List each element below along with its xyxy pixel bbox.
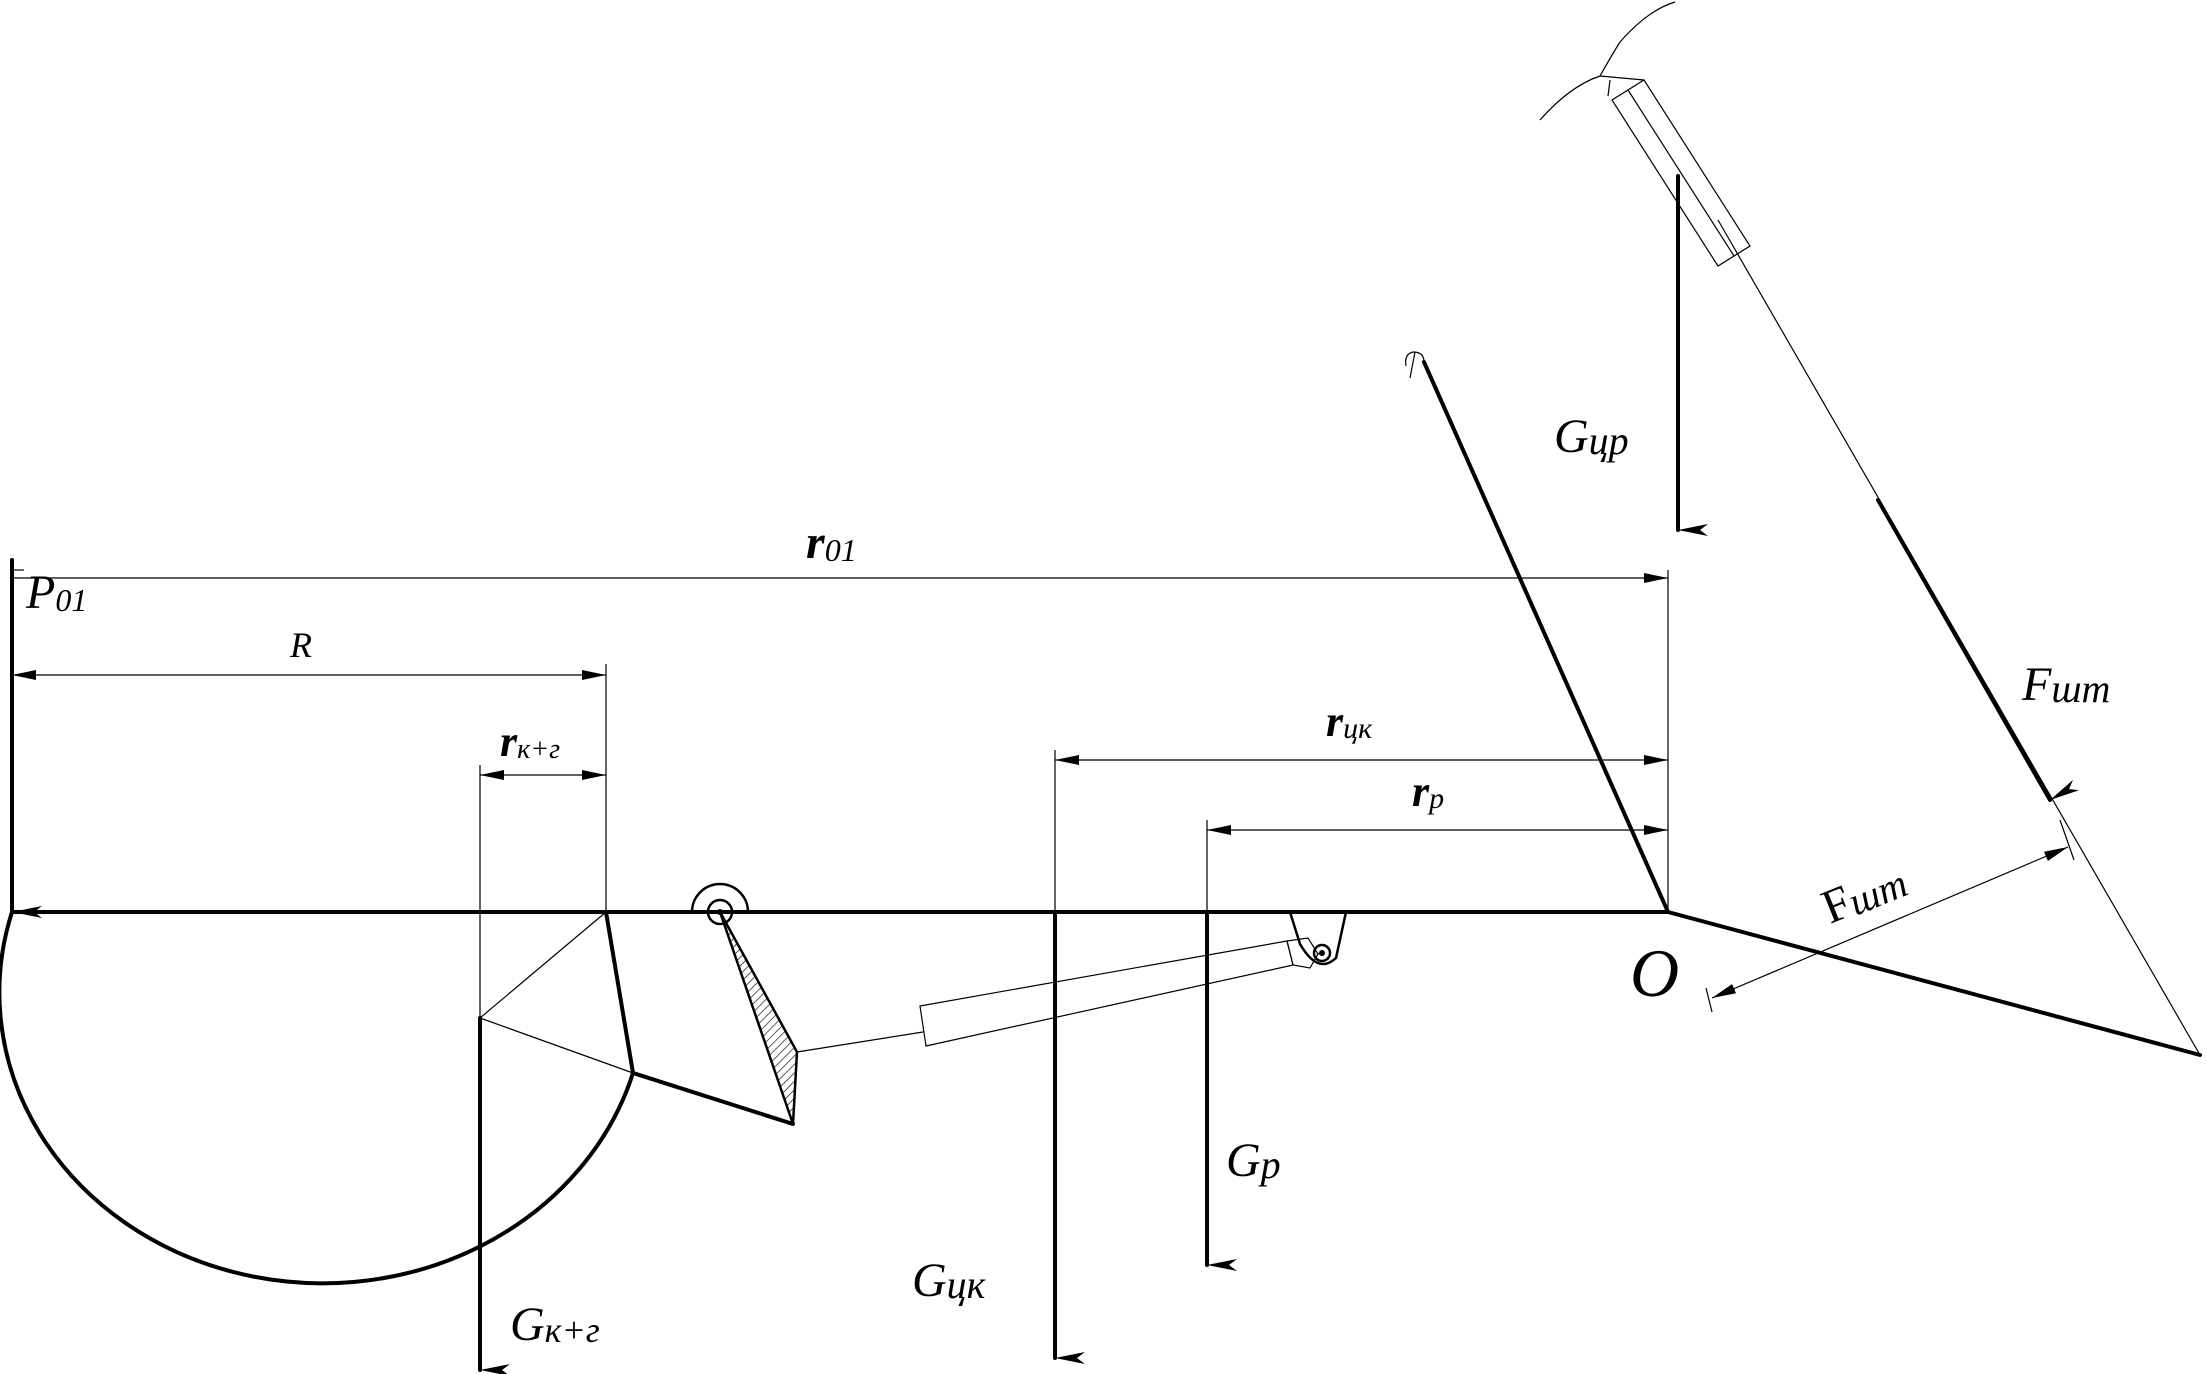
bucket-arc: [0, 910, 635, 1286]
label-rkg: rк+г: [500, 717, 560, 766]
fsht-arm-ext-right: [2059, 819, 2075, 861]
label-gck: Gцк: [912, 1254, 986, 1307]
inclined-arm: [1422, 360, 1670, 914]
fsht-arm-ext-left: [1705, 987, 1713, 1013]
arm-break-mark: [1405, 351, 1425, 367]
hinge-joint: [690, 882, 750, 913]
lower-link: [1666, 910, 2202, 1057]
fsht-arm-dimension: [1711, 846, 2069, 999]
label-gp: Gр: [1226, 1134, 1281, 1187]
label-r01: r01: [806, 516, 857, 569]
bucket-body: [479, 910, 795, 1126]
bucket-lever: [690, 882, 799, 1125]
label-p01: P01: [25, 566, 87, 619]
label-rp: rр: [1412, 767, 1444, 816]
label-rck: rцк: [1326, 697, 1373, 746]
arm-cut-tick: [1409, 351, 1416, 379]
label-gkg: Gк+г: [510, 1298, 600, 1351]
upper-cylinder: [1539, 1, 1751, 267]
fsht-force-arrow: [1876, 498, 2080, 802]
label-R: R: [289, 625, 312, 665]
label-origin-O: O: [1630, 935, 1679, 1011]
label-fsht-arm: Fшт: [1814, 853, 1913, 934]
hydraulic-cylinder: [796, 911, 1348, 1053]
label-fsht-top: Fшт: [2021, 658, 2110, 711]
label-gcr: Gцр: [1554, 410, 1629, 463]
